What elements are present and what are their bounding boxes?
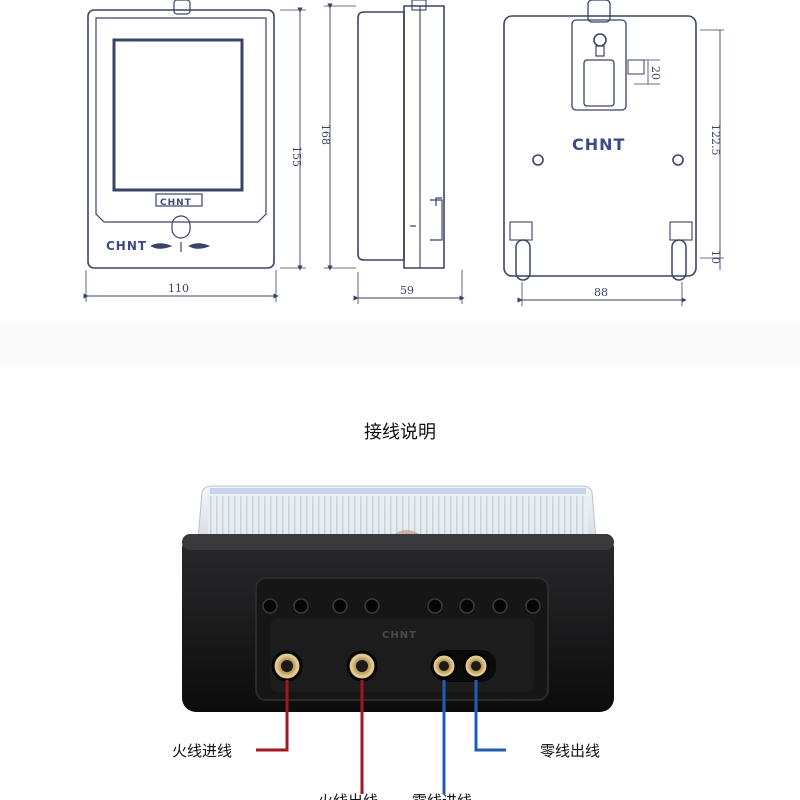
section-divider	[0, 322, 800, 366]
technical-drawing	[83, 0, 724, 306]
terminal-brand: CHNT	[382, 630, 417, 641]
label-live-in: 火线进线	[172, 742, 232, 760]
label-neutral-out: 零线出线	[540, 742, 600, 760]
back-hook-dim: 20	[649, 66, 662, 80]
back-brand-label: CHNT	[572, 135, 625, 154]
front-height-dim: 155	[290, 146, 303, 167]
side-view	[324, 0, 465, 304]
screw-holes	[262, 598, 541, 614]
side-height-dim: 168	[319, 124, 332, 145]
back-hole-height-dim: 122.5	[709, 124, 722, 156]
live-in-line	[256, 680, 289, 752]
front-brand-label: CHNT	[106, 239, 147, 253]
side-depth-dim: 59	[400, 284, 414, 297]
label-live-out: 火线出线	[318, 792, 378, 800]
front-width-dim: 110	[168, 282, 189, 295]
label-neutral-in: 零线进线	[412, 792, 472, 800]
wiring-title: 接线说明	[364, 422, 436, 443]
neutral-out-line	[474, 680, 506, 752]
front-nameplate-label: CHNT	[160, 198, 192, 208]
back-slot-dim: 10	[709, 250, 722, 264]
back-view	[503, 0, 724, 306]
wire-leaders	[256, 680, 506, 794]
back-spacing-dim: 88	[594, 286, 608, 299]
front-view	[83, 0, 306, 302]
meter-photo	[182, 485, 614, 712]
